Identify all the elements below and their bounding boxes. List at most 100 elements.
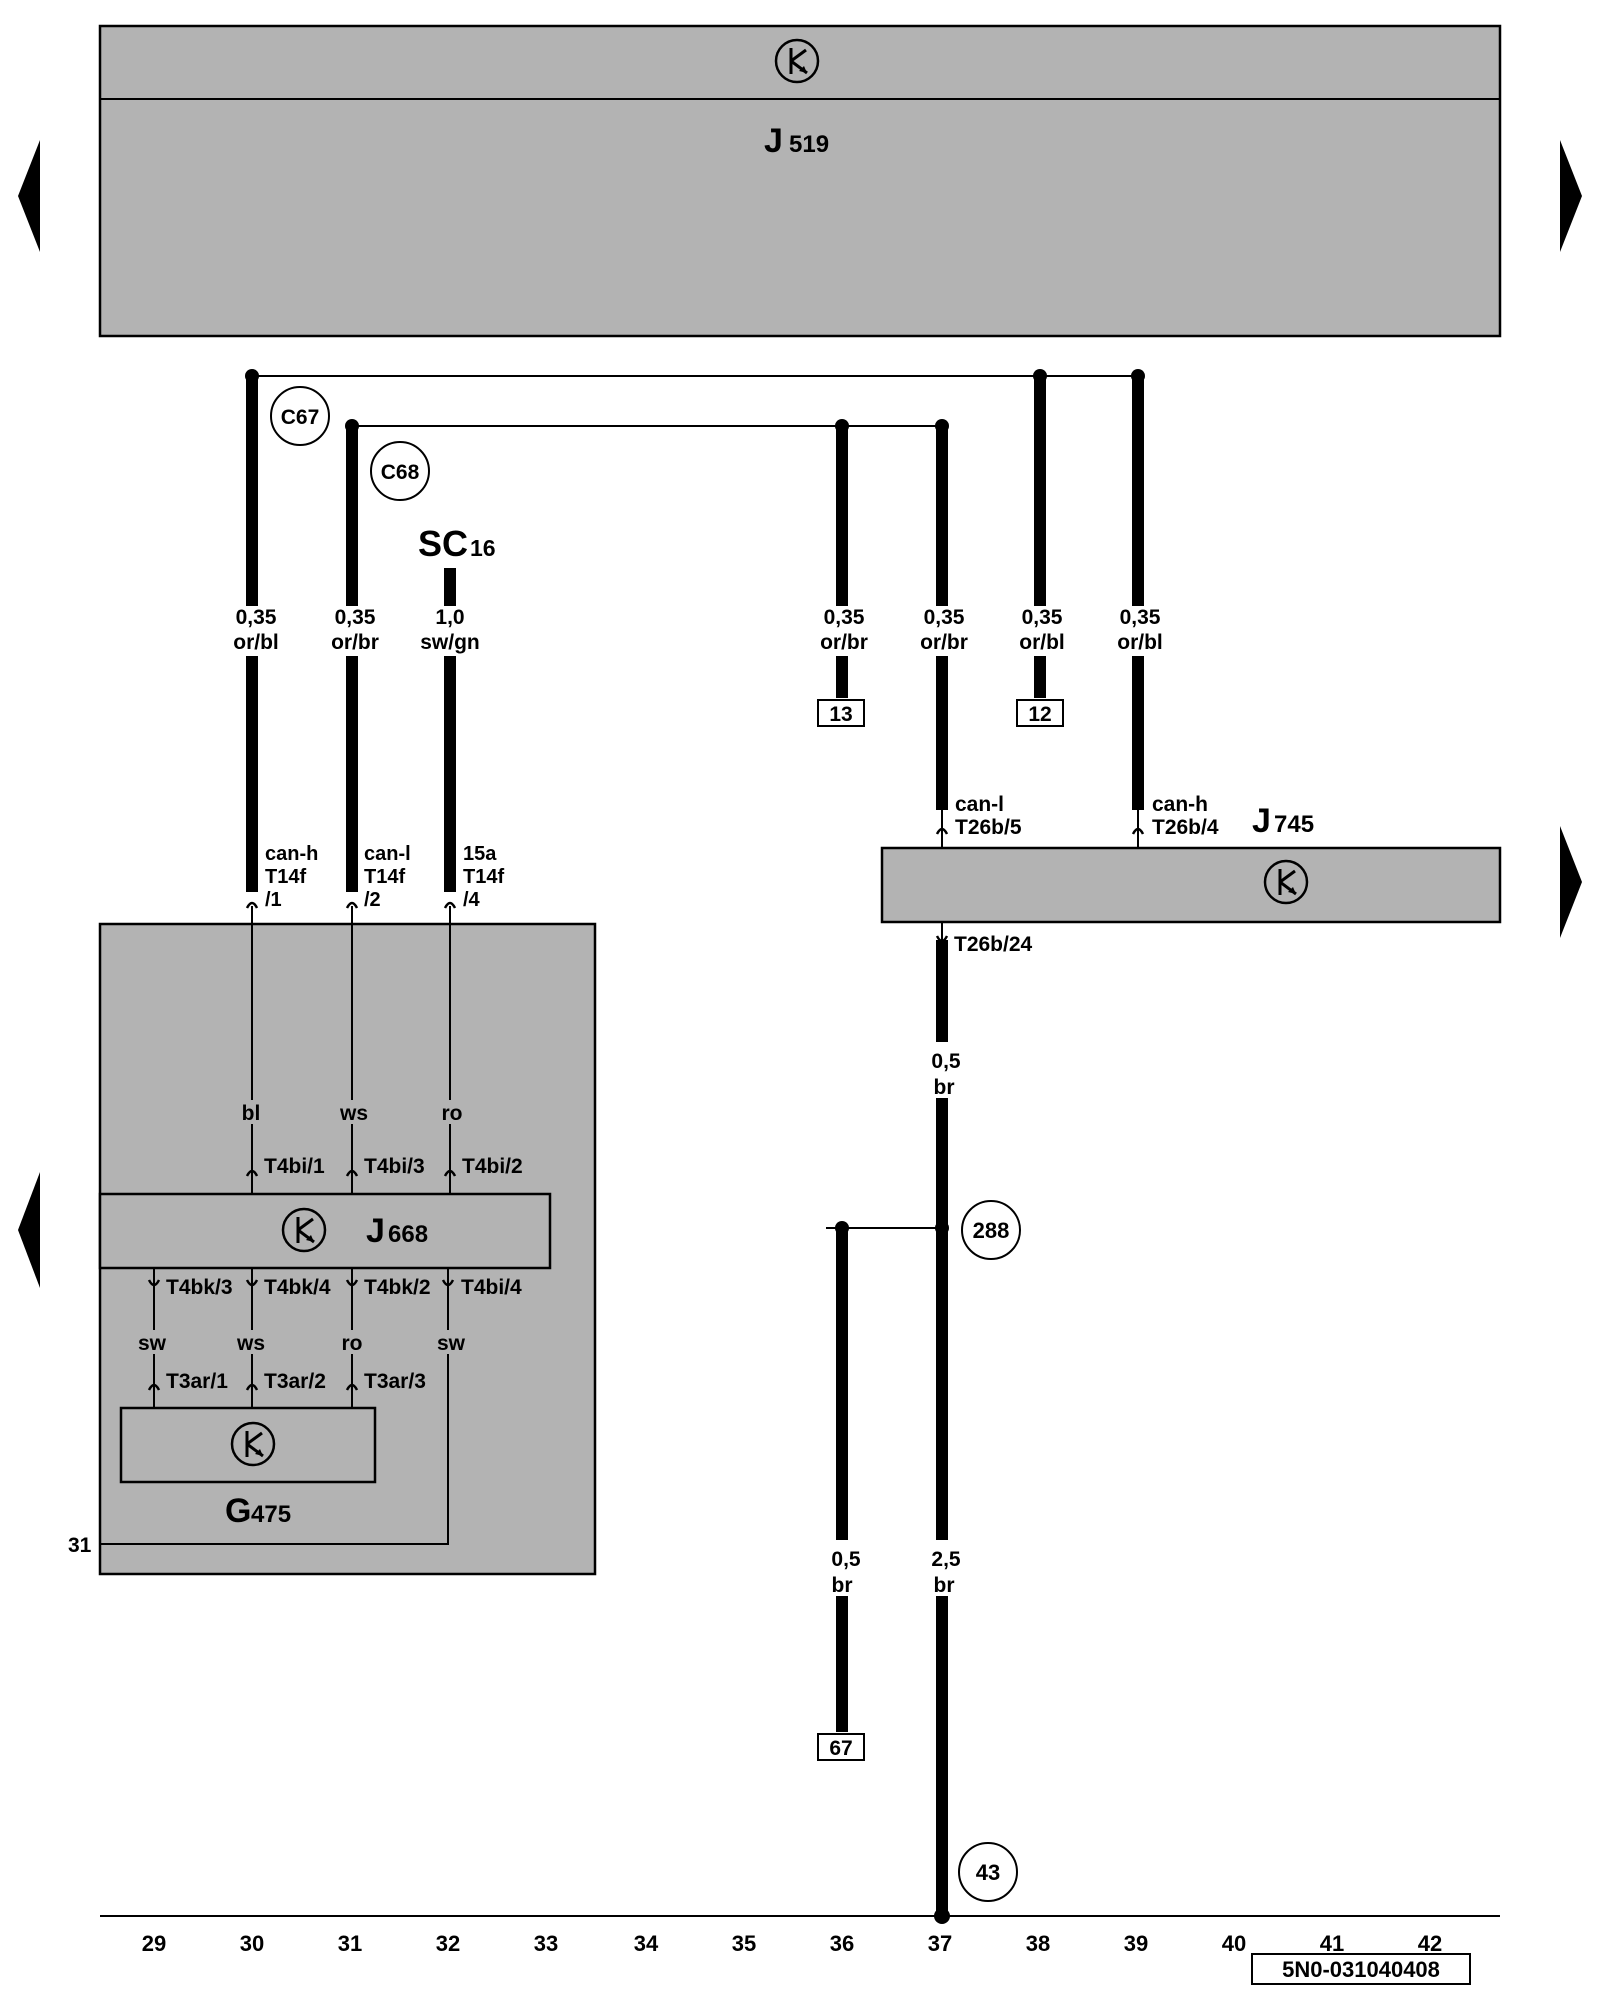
pin-t3ar-b: T3ar/2 [264,1370,326,1393]
inner-color2-3: ro [342,1332,363,1355]
column-number-42: 42 [1418,1931,1442,1956]
svg-text:5N0-031040408: 5N0-031040408 [1282,1957,1440,1982]
column-number-40: 40 [1222,1931,1246,1956]
pin-31-signal: can-l [364,843,411,865]
wire-39-color: or/bl [1117,631,1163,654]
pin-bottom-c: T4bk/2 [364,1276,431,1299]
pin-t4bi-b: T4bi/3 [364,1155,425,1178]
svg-text:C67: C67 [281,406,320,429]
wire-37-color: or/br [920,631,968,654]
connection-c68: C68 [370,441,430,501]
column-number-37: 37 [928,1931,952,1956]
inner-color2-4: sw [437,1332,466,1355]
svg-text:43: 43 [976,1860,1000,1885]
wire-32-color: sw/gn [420,631,480,654]
pin-30-signal: can-h [265,843,318,865]
svg-text:12: 12 [1028,703,1051,726]
pin-39-number: T26b/4 [1152,816,1219,839]
j745-label: J [1252,802,1271,840]
wire-36-gauge: 0,35 [824,606,865,629]
pin-37-signal: can-l [955,793,1004,816]
ref-box-67[interactable]: 67 [817,1733,865,1761]
ground-point-43: 43 [958,1842,1018,1902]
j519-label: J [764,122,783,160]
column-number-39: 39 [1124,1931,1148,1956]
wire-38-gauge: 0,35 [1022,606,1063,629]
column-number-38: 38 [1026,1931,1050,1956]
nav-arrow-left-bottom-icon[interactable] [18,1172,40,1288]
fuse-sc16-sub: 16 [470,535,496,561]
inner-color-2: ws [339,1102,368,1125]
wire-31-color: or/br [331,631,379,654]
pin-t4bi-c: T4bi/2 [462,1155,523,1178]
pin-32-connector: T14f [463,866,504,888]
g475-sub: 475 [251,1501,291,1528]
splice-288: 288 [961,1200,1021,1260]
j745-sub: 745 [1274,811,1314,838]
svg-text:67: 67 [829,1737,852,1760]
pin-t4bi-a: T4bi/1 [264,1155,325,1178]
wire-36-low-color: br [832,1574,853,1597]
connection-c67: C67 [270,386,330,446]
inner-color-3: ro [442,1102,463,1125]
pin-t3ar-c: T3ar/3 [364,1370,426,1393]
ref-box-13[interactable]: 13 [817,699,865,727]
column-number-32: 32 [436,1931,460,1956]
column-number-41: 41 [1320,1931,1344,1956]
inner-color-1: bl [242,1102,261,1125]
fuse-sc16-label: SC [418,523,468,564]
pin-bottom-b: T4bk/4 [264,1276,331,1299]
pin-30-connector: T14f [265,866,306,888]
wire-37-low-color: br [934,1574,955,1597]
column-number-30: 30 [240,1931,264,1956]
pin-30-number: /1 [265,889,282,911]
pin-31-number: /2 [364,889,381,911]
nav-arrow-right-top-icon[interactable] [1560,140,1582,252]
svg-text:288: 288 [973,1218,1010,1243]
wire-30-color: or/bl [233,631,279,654]
column-number-35: 35 [732,1931,756,1956]
j745-control-unit: J 745 [880,802,1502,924]
pin-39-signal: can-h [1152,793,1208,816]
inner-wire-sw-ground [100,1268,449,1545]
j668-control-unit: J 668 [98,1192,552,1270]
column-number-29: 29 [142,1931,166,1956]
wire-36-color: or/br [820,631,868,654]
column-number-31: 31 [338,1931,362,1956]
j668-label: J [366,1212,385,1250]
pin-32-signal: 15a [463,843,497,865]
pin-31-connector: T14f [364,866,405,888]
wire-37-mid-gauge: 0,5 [931,1050,961,1073]
inner-color2-1: sw [138,1332,167,1355]
column-number-34: 34 [634,1931,659,1956]
svg-text:C68: C68 [381,461,420,484]
wire-31-gauge: 0,35 [335,606,376,629]
g475-sensor: G 475 [119,1406,377,1530]
pin-bottom-a: T4bk/3 [166,1276,233,1299]
document-code: 5N0-031040408 [1251,1953,1471,1985]
wire-39-gauge: 0,35 [1120,606,1161,629]
wire-38-color: or/bl [1019,631,1065,654]
svg-text:13: 13 [829,703,852,726]
g475-label: G [225,1492,251,1530]
pin-32-number: /4 [463,889,481,911]
ground-terminal-31: 31 [68,1534,92,1557]
inner-color2-2: ws [236,1332,265,1355]
j668-sub: 668 [388,1221,428,1248]
wire-36-low-gauge: 0,5 [831,1548,861,1571]
wire-37-mid-color: br [934,1076,955,1099]
pin-37-number: T26b/5 [955,816,1022,839]
column-number-36: 36 [830,1931,854,1956]
ref-box-12[interactable]: 12 [1016,699,1064,727]
wire-37-gauge: 0,35 [924,606,965,629]
wire-37-low-gauge: 2,5 [931,1548,961,1571]
nav-arrow-left-top-icon[interactable] [18,140,40,252]
pin-t3ar-a: T3ar/1 [166,1370,228,1393]
j519-control-unit: J 519 [98,24,1502,338]
pin-bottom-d: T4bi/4 [461,1276,522,1299]
nav-arrow-right-mid-icon[interactable] [1560,826,1582,938]
pin-37-lower-number: T26b/24 [954,933,1033,956]
j519-sub: 519 [789,131,829,158]
